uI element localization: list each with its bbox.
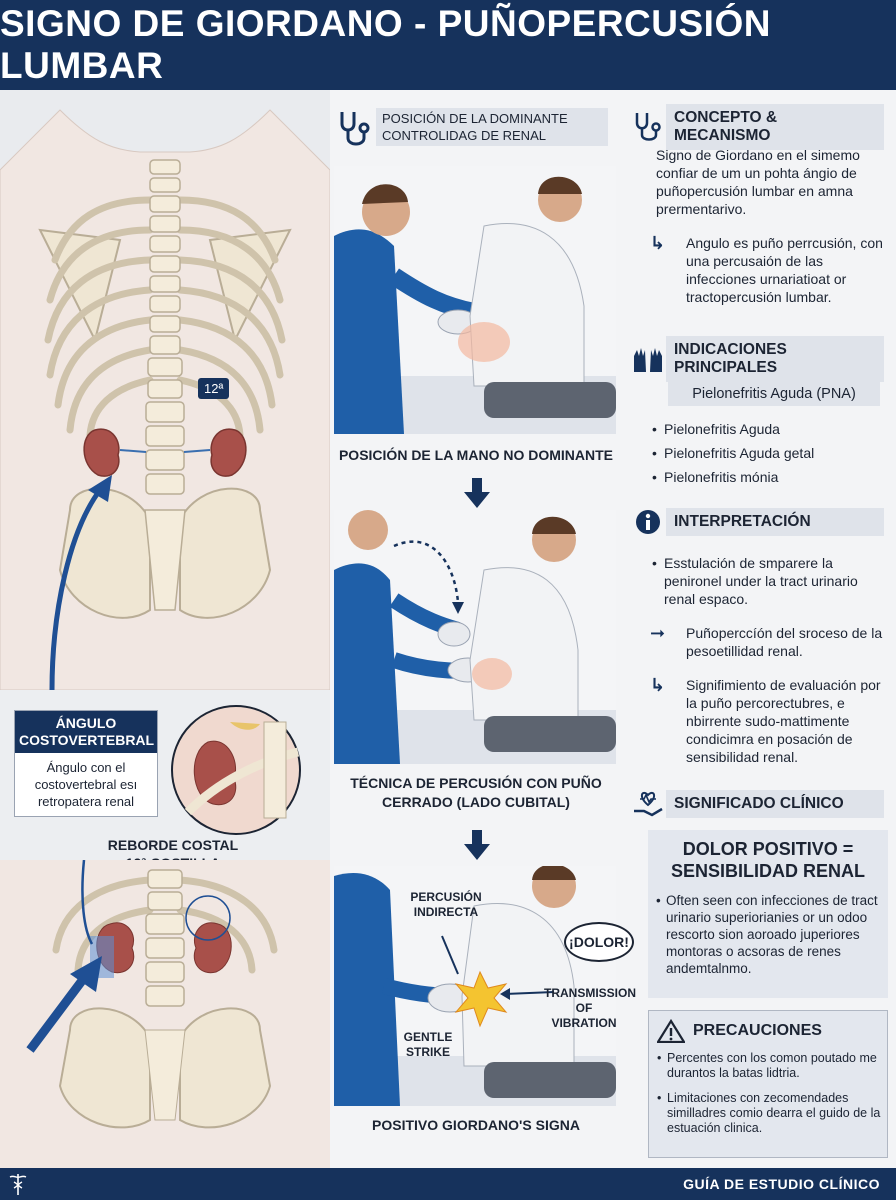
elbow-arrow-icon: ↳ xyxy=(650,233,666,253)
precautions-header: PRECAUCIONES xyxy=(657,1019,822,1043)
cva-description: Ángulo con el costovertebral esı retropa… xyxy=(34,760,138,809)
anatomy-column: 12ª ÁNGULO COSTOVERTEBRAL Ángulo con el … xyxy=(0,90,330,1168)
footer-label: GUÍA DE ESTUDIO CLÍNICO xyxy=(683,1176,880,1192)
exam-photo-hand-position xyxy=(334,166,616,434)
cva-callout: ÁNGULO COSTOVERTEBRAL Ángulo con el cost… xyxy=(14,710,158,817)
precaution-item: Limitaciones con zecomendades similladre… xyxy=(657,1091,883,1136)
section-interpretation-title: INTERPRETACIÓN xyxy=(666,508,884,536)
step-header: POSICIÓN DE LA DOMINANTE CONTROLIDAG DE … xyxy=(336,104,608,150)
pain-speech-bubble: ¡DOLOR! xyxy=(564,922,634,962)
cva-title: ÁNGULO COSTOVERTEBRAL xyxy=(15,711,157,753)
caption-hand-position: POSICIÓN DE LA MANO NO DOMINANTE xyxy=(338,447,614,463)
back-anatomy-illustration xyxy=(0,90,330,690)
info-column: CONCEPTO & MECANISMO Signo de Giordano e… xyxy=(622,90,896,1168)
stethoscope-icon xyxy=(340,112,370,146)
kidney-zoom-illustration xyxy=(171,705,301,835)
rib-12-tag: 12ª xyxy=(198,378,230,399)
caption-percussion-technique: TÉCNICA DE PERCUSIÓN CON PUÑO CERRADO (L… xyxy=(330,774,622,812)
caduceus-icon xyxy=(9,1174,27,1195)
concept-arrow-item: ↳ Angulo es puño perrcusión, con una per… xyxy=(650,234,890,306)
indication-item: Pielonefritis Aguda getal xyxy=(652,444,888,462)
caption2-text: TÉCNICA DE PERCUSIÓN CON PUÑO CERRADO (L… xyxy=(350,775,602,810)
stethoscope-icon xyxy=(635,113,661,141)
indication-item: Pielonefritis Aguda xyxy=(652,420,888,438)
section-significance-title: SIGNIFICADO CLÍNICO xyxy=(666,790,884,818)
label-gentle-strike: GENTLE STRIKE xyxy=(403,1030,453,1059)
caption-positive-sign: POSITIVO GIORDANO'S SIGNA xyxy=(372,1117,580,1133)
indication-item: Pielonefritis mónia xyxy=(652,468,888,486)
info-icon xyxy=(636,510,660,534)
concept-text: Signo de Giordano en el simemo confiar d… xyxy=(656,147,860,217)
costal-label-line1: REBORDE COSTAL xyxy=(107,837,239,853)
precautions-box: PRECAUCIONES Percentes con los comon pou… xyxy=(648,1010,888,1158)
section-indications-title: INDICACIONES PRINCIPALES xyxy=(666,336,884,382)
concept-arrow-text: Angulo es puño perrcusión, con una percu… xyxy=(686,235,883,305)
page-footer: GUÍA DE ESTUDIO CLÍNICO xyxy=(0,1168,896,1200)
indications-subhead: Pielonefritis Aguda (PNA) xyxy=(668,382,880,406)
section-concept-title: CONCEPTO & MECANISMO xyxy=(666,104,884,150)
label-vibration-transmission: TRANSMISSION OF VIBRATION xyxy=(544,986,637,1030)
down-arrow-icon xyxy=(464,478,490,508)
lower-back-anatomy-illustration xyxy=(0,860,330,1168)
precautions-title: PRECAUCIONES xyxy=(693,1022,822,1039)
label-indirect-percussion: PERCUSIÓN INDIRECTA xyxy=(410,890,482,919)
significance-box-text: •Often seen con infecciones de tract uri… xyxy=(656,893,878,976)
page-header: SIGNO DE GIORDANO - PUÑOPERCUSIÓN LUMBAR xyxy=(0,0,896,90)
down-arrow-icon xyxy=(464,830,490,860)
interpretation-arrow-item: ➞ Puñoperccíón del sroceso de la pesoeti… xyxy=(650,623,883,659)
step-header-text: POSICIÓN DE LA DOMINANTE CONTROLIDAG DE … xyxy=(376,108,608,146)
exam-photo-fist-percussion xyxy=(334,510,616,764)
heart-hand-icon xyxy=(634,791,663,817)
interpretation-item: Esstulación de smparere la penironel und… xyxy=(652,554,888,608)
section-significance-header: SIGNIFICADO CLÍNICO xyxy=(630,788,884,820)
significance-box: DOLOR POSITIVO = SENSIBILIDAD RENAL •Oft… xyxy=(648,830,888,998)
significance-box-title: DOLOR POSITIVO = SENSIBILIDAD RENAL xyxy=(670,839,865,881)
section-concept-header: CONCEPTO & MECANISMO xyxy=(630,104,884,150)
warning-icon xyxy=(657,1019,685,1043)
gloves-icon xyxy=(634,348,662,372)
page-title: SIGNO DE GIORDANO - PUÑOPERCUSIÓN LUMBAR xyxy=(0,3,771,86)
exam-photo-positive-sign xyxy=(334,866,616,1106)
right-arrow-icon: ➞ xyxy=(650,623,666,643)
technique-column: POSICIÓN DE LA DOMINANTE CONTROLIDAG DE … xyxy=(330,90,637,1168)
elbow-arrow-icon: ↳ xyxy=(650,675,666,695)
precaution-item: Percentes con los comon poutado me duran… xyxy=(657,1051,883,1081)
section-interpretation-header: INTERPRETACIÓN xyxy=(630,506,884,538)
interpretation-arrow-item: ↳ Signifimiento de evaluación por la puñ… xyxy=(650,675,881,765)
section-indications-header: INDICACIONES PRINCIPALES xyxy=(630,336,884,382)
